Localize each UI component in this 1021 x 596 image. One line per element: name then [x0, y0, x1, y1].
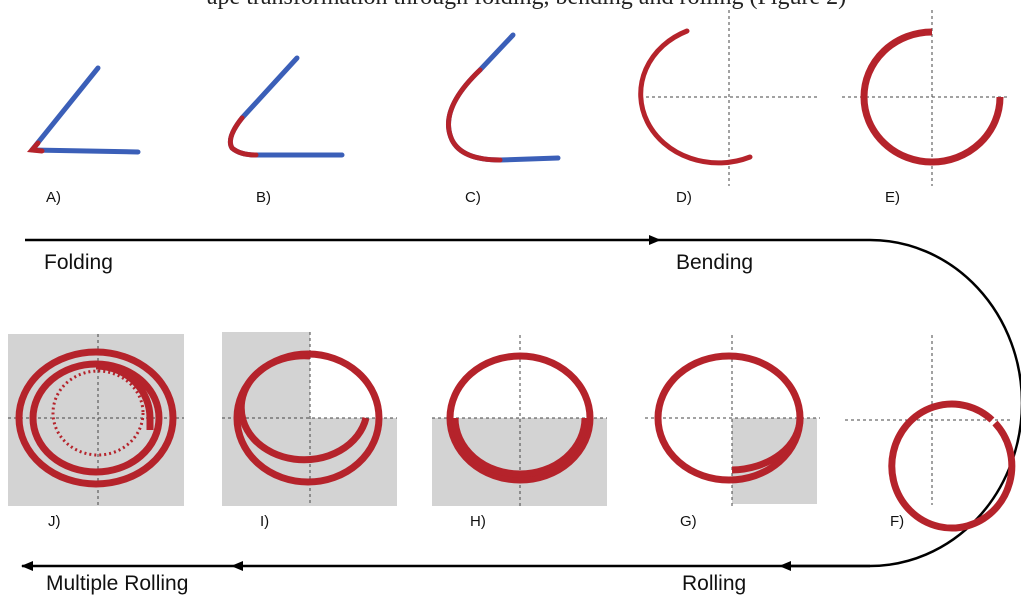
panel-i-inner-layer: [237, 352, 370, 464]
panel-b-fold: [227, 55, 345, 158]
stage-label-multiple-rolling: Multiple Rolling: [46, 572, 189, 595]
panel-a-crease: [26, 140, 45, 154]
panel-j-outer-loop: [15, 348, 177, 488]
panel-b-bend-region: [227, 115, 259, 158]
panel-e-strip: [860, 28, 1004, 166]
panel-label-h: H): [470, 513, 486, 530]
panel-a-strip: [29, 65, 141, 155]
panel-f-roll: [845, 335, 1016, 532]
panel-j-dotted-inner: [51, 369, 145, 457]
panel-label-f: F): [890, 513, 905, 530]
panel-g-inner-layer: [731, 417, 804, 474]
panel-b-strip: [227, 55, 345, 158]
panel-e-bend: [842, 10, 1010, 186]
panel-h-roll: [432, 335, 607, 506]
panel-d-strip: [638, 28, 753, 166]
panel-label-g: G): [680, 513, 697, 530]
panel-label-i: I): [260, 513, 270, 530]
panel-f-strip: [888, 400, 1016, 532]
stage-label-bending: Bending: [676, 251, 754, 274]
caption-text: ape transformation through folding, bend…: [0, 0, 1021, 9]
panel-c-fold: [446, 32, 561, 163]
stage-label-rolling: Rolling: [682, 572, 747, 595]
panel-g-roll: [645, 335, 820, 506]
panel-j-third-layer: [95, 362, 154, 430]
panel-i-roll: [222, 332, 397, 506]
panel-label-d: D): [676, 189, 692, 206]
panel-label-e: E): [885, 189, 900, 206]
panel-a-fold: [26, 65, 141, 155]
panel-h-loop: [446, 352, 594, 484]
panel-d-bend: [638, 10, 818, 186]
panel-h-outer-layer: [451, 417, 589, 478]
panel-label-b: B): [256, 189, 271, 206]
panel-c-strip: [446, 32, 561, 163]
panel-c-bend-region: [446, 67, 503, 163]
panel-label-j: J): [48, 513, 61, 530]
stage-label-folding: Folding: [44, 251, 113, 274]
panel-j-roll: [8, 334, 184, 506]
return-curve: [660, 238, 1021, 568]
caption-fragment: ape transformation through folding, bend…: [0, 0, 1021, 24]
panel-label-a: A): [46, 189, 61, 206]
panel-label-c: C): [465, 189, 481, 206]
